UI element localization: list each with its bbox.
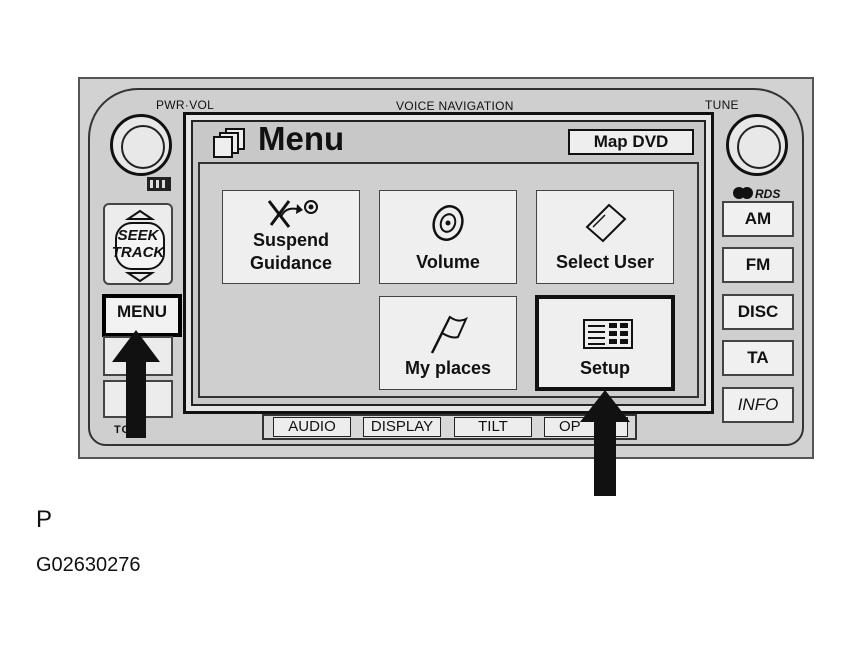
map-dvd-button[interactable]: Map DVD — [568, 129, 694, 155]
menu-callout-arrow — [112, 330, 160, 438]
ta-button[interactable]: TA — [722, 340, 794, 376]
volume-tile[interactable]: Volume — [379, 190, 517, 284]
rds-badge-text: RDS — [755, 187, 780, 200]
seek-track-button[interactable]: SEEK TRACK — [103, 203, 173, 285]
tile-label-line1: Suspend — [252, 230, 329, 250]
setup-tile[interactable]: Setup — [535, 295, 675, 391]
tune-label: TUNE — [705, 98, 739, 112]
settings-grid-icon — [583, 319, 633, 349]
seek-label: SEEK — [117, 227, 159, 244]
setup-callout-arrow — [580, 390, 630, 496]
speaker-icon — [432, 205, 464, 241]
voice-navigation-label: VOICE NAVIGATION — [396, 99, 514, 113]
rds-badge: RDS — [733, 186, 791, 201]
suspend-guidance-tile[interactable]: Suspend Guidance — [222, 190, 360, 284]
tile-label: Select User — [555, 252, 655, 272]
menu-button[interactable]: MENU — [102, 294, 182, 337]
info-button[interactable]: INFO — [722, 387, 794, 423]
screen-title: Menu — [258, 120, 345, 157]
card-icon — [585, 203, 627, 243]
am-button[interactable]: AM — [722, 201, 794, 237]
disc-button[interactable]: DISC — [722, 294, 794, 330]
pwr-vol-knob[interactable] — [110, 114, 172, 176]
dvd-logo-icon — [146, 176, 172, 192]
tile-label-line2: Guidance — [249, 253, 333, 273]
track-label: TRACK — [111, 244, 165, 261]
figure-code: G02630276 — [36, 554, 141, 576]
tilt-tab[interactable]: TILT — [454, 417, 532, 437]
tune-knob[interactable] — [726, 114, 788, 176]
fm-button[interactable]: FM — [722, 247, 794, 283]
audio-tab[interactable]: AUDIO — [273, 417, 351, 437]
tile-label: My places — [404, 358, 492, 378]
menu-stack-icon — [212, 127, 248, 159]
pwr-vol-label: PWR·VOL — [156, 98, 215, 112]
tile-label: Volume — [416, 252, 480, 272]
figure-letter: P — [36, 506, 53, 533]
suspend-guidance-icon — [267, 200, 318, 228]
flag-icon — [430, 315, 469, 354]
my-places-tile[interactable]: My places — [379, 296, 517, 390]
select-user-tile[interactable]: Select User — [536, 190, 674, 284]
tile-label: Setup — [579, 358, 630, 378]
display-tab[interactable]: DISPLAY — [363, 417, 441, 437]
